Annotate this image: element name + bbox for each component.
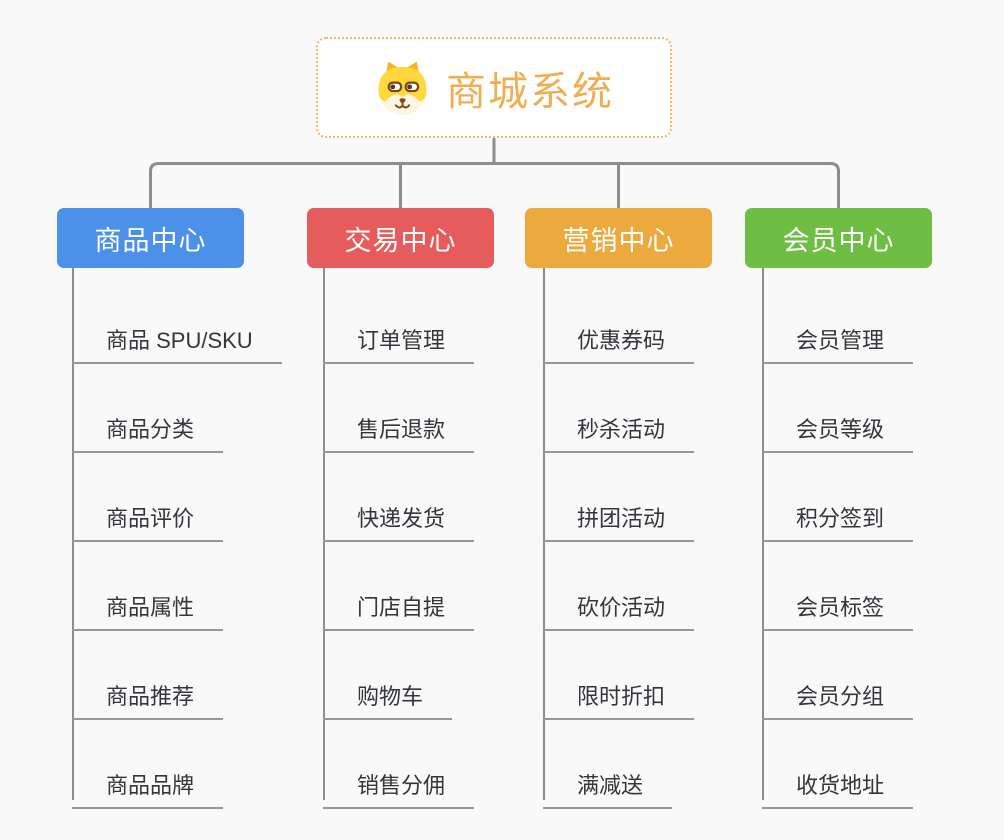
child-node[interactable]: 优惠券码	[543, 309, 695, 364]
branch-connector-line	[72, 268, 74, 800]
child-node[interactable]: 商品 SPU/SKU	[72, 309, 282, 364]
child-node[interactable]: 拼团活动	[543, 487, 695, 542]
child-node[interactable]: 商品分类	[72, 398, 224, 453]
branch-label: 交易中心	[344, 225, 457, 256]
branch-header-0[interactable]: 商品中心	[57, 208, 244, 268]
child-label: 会员管理	[796, 328, 885, 353]
child-node[interactable]: 会员管理	[762, 309, 914, 364]
shiba-dog-icon	[374, 59, 431, 116]
child-node[interactable]: 积分签到	[762, 487, 914, 542]
child-label: 订单管理	[357, 328, 446, 353]
child-node[interactable]: 砍价活动	[543, 576, 695, 631]
branch-label: 商品中心	[94, 225, 207, 256]
child-label: 销售分佣	[357, 773, 446, 798]
root-title: 商城系统	[446, 69, 614, 114]
branch-header-3[interactable]: 会员中心	[745, 208, 932, 268]
child-node[interactable]: 售后退款	[323, 398, 475, 453]
child-label: 收货地址	[796, 773, 885, 798]
child-node[interactable]: 销售分佣	[323, 754, 475, 809]
child-label: 限时折扣	[577, 684, 666, 709]
root-node[interactable]: 商城系统	[316, 37, 672, 138]
child-node[interactable]: 快递发货	[323, 487, 475, 542]
child-label: 商品分类	[106, 417, 195, 442]
child-node[interactable]: 商品推荐	[72, 665, 224, 720]
child-node[interactable]: 满减送	[543, 754, 673, 809]
branch-header-1[interactable]: 交易中心	[307, 208, 494, 268]
child-label: 会员分组	[796, 684, 885, 709]
child-node[interactable]: 会员标签	[762, 576, 914, 631]
child-label: 秒杀活动	[577, 417, 666, 442]
branch-header-2[interactable]: 营销中心	[525, 208, 712, 268]
branch-label: 营销中心	[562, 225, 675, 256]
child-node[interactable]: 商品品牌	[72, 754, 224, 809]
child-node[interactable]: 门店自提	[323, 576, 475, 631]
child-label: 会员等级	[796, 417, 885, 442]
child-label: 商品推荐	[106, 684, 195, 709]
child-label: 门店自提	[357, 595, 446, 620]
branch-connector-line	[543, 268, 545, 800]
child-label: 商品属性	[106, 595, 195, 620]
child-node[interactable]: 商品评价	[72, 487, 224, 542]
child-label: 满减送	[577, 773, 644, 798]
child-label: 砍价活动	[577, 595, 666, 620]
child-label: 会员标签	[796, 595, 885, 620]
child-node[interactable]: 限时折扣	[543, 665, 695, 720]
child-node[interactable]: 收货地址	[762, 754, 914, 809]
child-node[interactable]: 会员等级	[762, 398, 914, 453]
child-label: 商品 SPU/SKU	[106, 328, 253, 353]
branch-children-1: 订单管理 售后退款 快递发货 门店自提 购物车 销售分佣	[323, 268, 563, 809]
child-label: 拼团活动	[577, 506, 666, 531]
branch-connector-line	[323, 268, 325, 800]
branch-label: 会员中心	[782, 225, 895, 256]
child-label: 购物车	[357, 684, 424, 709]
child-node[interactable]: 订单管理	[323, 309, 475, 364]
branch-children-3: 会员管理 会员等级 积分签到 会员标签 会员分组 收货地址	[762, 268, 1002, 809]
child-label: 积分签到	[796, 506, 885, 531]
child-label: 优惠券码	[577, 328, 666, 353]
child-label: 快递发货	[357, 506, 446, 531]
branch-connector-line	[762, 268, 764, 800]
branch-children-2: 优惠券码 秒杀活动 拼团活动 砍价活动 限时折扣 满减送	[543, 268, 783, 809]
child-node[interactable]: 秒杀活动	[543, 398, 695, 453]
child-node[interactable]: 购物车	[323, 665, 453, 720]
branch-children-0: 商品 SPU/SKU 商品分类 商品评价 商品属性 商品推荐 商品品牌	[72, 268, 312, 809]
child-label: 售后退款	[357, 417, 446, 442]
child-node[interactable]: 会员分组	[762, 665, 914, 720]
child-label: 商品品牌	[106, 773, 195, 798]
child-node[interactable]: 商品属性	[72, 576, 224, 631]
child-label: 商品评价	[106, 506, 195, 531]
